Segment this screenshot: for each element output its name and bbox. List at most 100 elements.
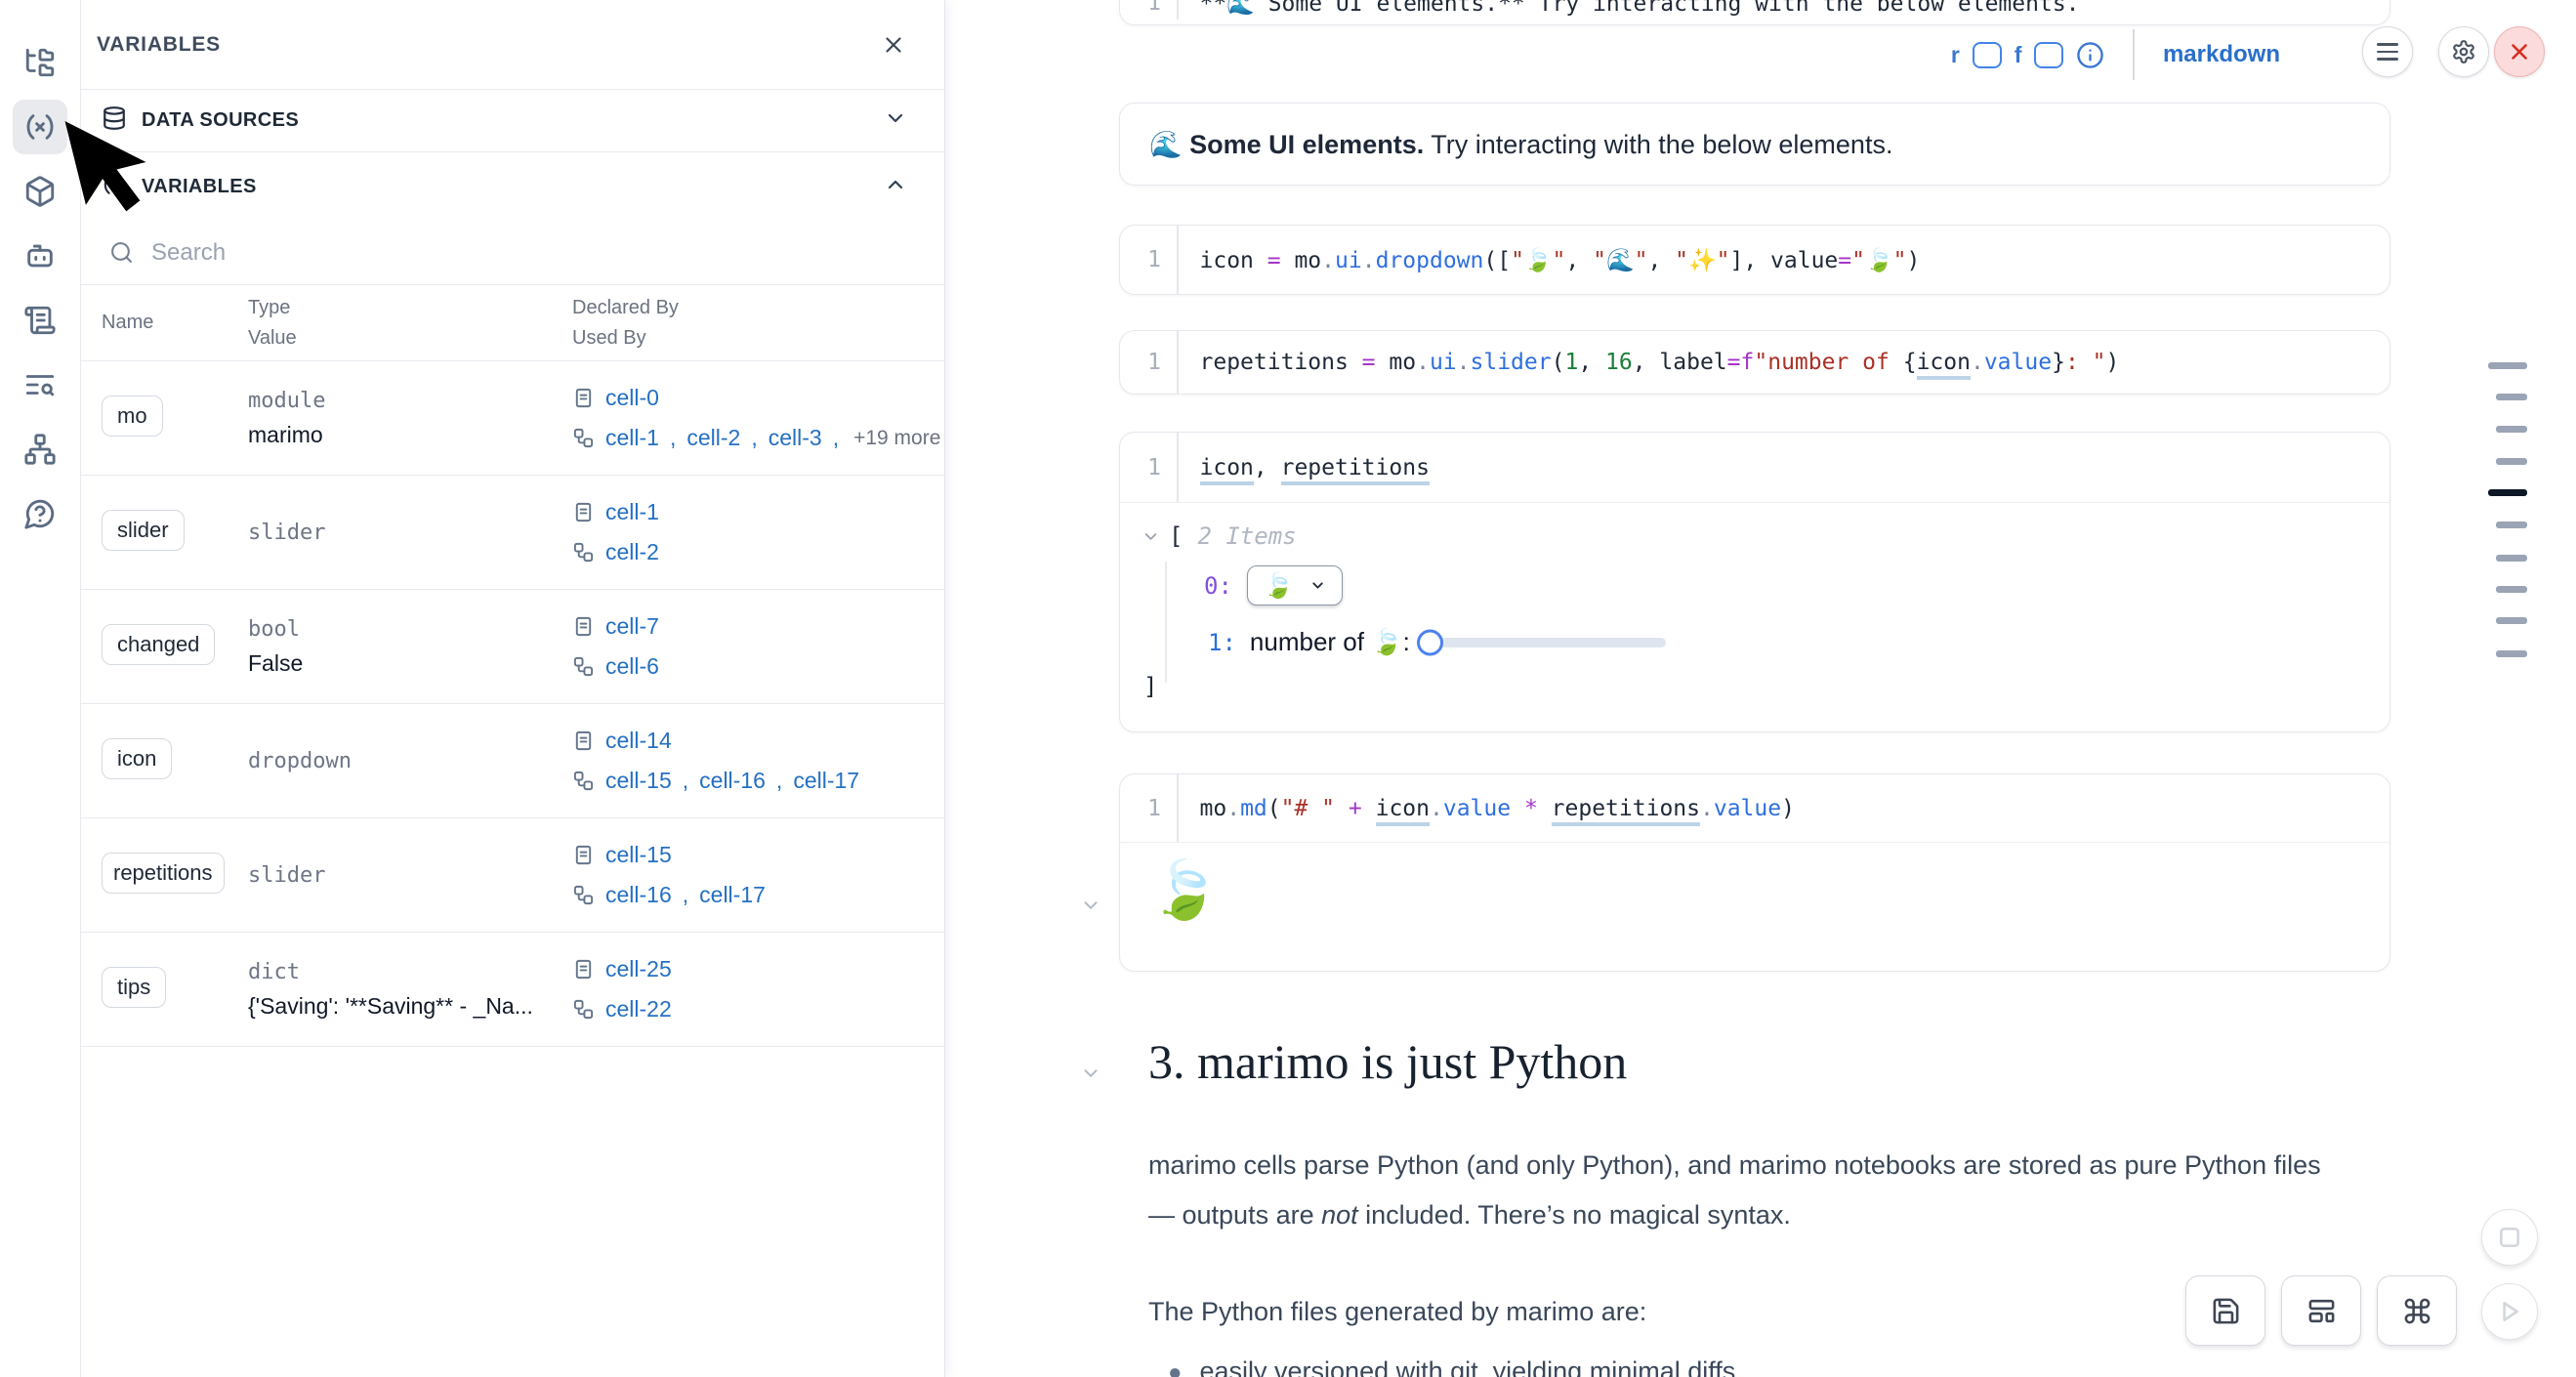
- cell-ui-elements-output[interactable]: 🌊 Some UI elements. Try interacting with…: [1119, 103, 2390, 186]
- variables-panel-icon[interactable]: [13, 100, 67, 154]
- cell-code-md-concat[interactable]: 1 mo.md("# " + icon.value * repetitions.…: [1119, 773, 2390, 972]
- bullet-marker: ●: [1168, 1359, 1183, 1377]
- minimap-dash-active[interactable]: [2488, 489, 2527, 496]
- chevron-up-icon[interactable]: [884, 173, 907, 201]
- separator: ,: [669, 425, 677, 450]
- variable-name-badge[interactable]: changed: [102, 623, 216, 665]
- line-number: 1: [1147, 795, 1161, 821]
- md-h1-output: 🍃: [1149, 858, 1221, 922]
- header-value: Value: [248, 326, 297, 349]
- cell-link[interactable]: cell-7: [605, 613, 659, 639]
- chevron-down-icon[interactable]: [1142, 527, 1160, 546]
- close-panel-icon[interactable]: [876, 27, 911, 63]
- cell-link[interactable]: cell-16: [605, 882, 672, 907]
- cell-link[interactable]: cell-3: [768, 425, 822, 450]
- file-tree-icon[interactable]: [13, 35, 67, 90]
- cell-markdown-source[interactable]: 1 **🌊 Some UI elements.** Try interactin…: [1119, 0, 2390, 25]
- dependency-graph-icon[interactable]: [13, 422, 67, 477]
- cell-link[interactable]: cell-1: [605, 499, 659, 524]
- format-toggle-icon[interactable]: [2034, 41, 2064, 68]
- cell-code-slider[interactable]: 1 repetitions = mo.ui.slider(1, 16, labe…: [1119, 330, 2390, 395]
- declared-by-icon: [575, 845, 592, 865]
- scratchpad-icon[interactable]: [13, 293, 67, 348]
- run-all-button[interactable]: [2481, 1283, 2538, 1340]
- code-line[interactable]: mo.md("# " + icon.value * repetitions.va…: [1179, 795, 1795, 826]
- cell-link[interactable]: cell-16: [699, 768, 766, 793]
- minimap-dash[interactable]: [2496, 617, 2527, 624]
- shutdown-button[interactable]: [2494, 26, 2545, 77]
- variables-section[interactable]: VARIABLES: [81, 152, 944, 221]
- dropdown-widget[interactable]: 🍃: [1246, 565, 1344, 605]
- variable-name-badge[interactable]: mo: [102, 395, 163, 437]
- cell-link[interactable]: cell-1: [605, 425, 659, 450]
- cell-link[interactable]: cell-17: [793, 768, 860, 793]
- variable-name-badge[interactable]: slider: [102, 509, 185, 551]
- variable-name-badge[interactable]: tips: [102, 966, 167, 1008]
- minimap-dash[interactable]: [2496, 555, 2527, 562]
- stop-button[interactable]: [2481, 1209, 2538, 1266]
- declared-by-icon: [575, 502, 592, 522]
- cell-code-dropdown[interactable]: 1 icon = mo.ui.dropdown(["🍃", "🌊", "✨"],…: [1119, 225, 2390, 295]
- ai-bot-icon[interactable]: [13, 229, 67, 283]
- variable-value: {'Saving': '**Saving** - _Na...: [248, 993, 533, 1019]
- help-icon[interactable]: [13, 486, 67, 541]
- stop-icon: [2500, 1228, 2519, 1247]
- minimap-dash[interactable]: [2496, 522, 2527, 528]
- cell-link[interactable]: cell-14: [605, 728, 672, 753]
- variable-value: False: [248, 650, 304, 676]
- minimap-dash[interactable]: [2488, 362, 2527, 369]
- settings-button[interactable]: [2438, 26, 2489, 77]
- variable-name-badge[interactable]: icon: [102, 737, 173, 779]
- cell-link[interactable]: cell-2: [686, 425, 741, 450]
- cell-link[interactable]: cell-25: [605, 956, 672, 981]
- cell-link[interactable]: cell-15: [605, 768, 672, 793]
- cell-link[interactable]: cell-15: [605, 842, 672, 867]
- save-button[interactable]: [2185, 1275, 2265, 1346]
- package-icon[interactable]: [13, 164, 67, 219]
- text-search-icon[interactable]: [13, 357, 67, 412]
- section-heading: 3. marimo is just Python: [1148, 1034, 1628, 1089]
- cell-code-tuple[interactable]: 1 icon, repetitions [ 2 Items 0: 🍃: [1119, 432, 2390, 732]
- more-cells-label[interactable]: +19 more: [853, 427, 941, 449]
- paragraph-text: — outputs are: [1148, 1200, 1322, 1230]
- minimap-dash[interactable]: [2496, 650, 2527, 657]
- minimap-dash[interactable]: [2496, 426, 2527, 433]
- minimap-dash[interactable]: [2496, 394, 2527, 400]
- code-line[interactable]: repetitions = mo.ui.slider(1, 16, label=…: [1179, 350, 2119, 380]
- slider-widget[interactable]: [1416, 629, 1666, 655]
- notebook-menu-button[interactable]: [2362, 26, 2413, 77]
- command-palette-button[interactable]: [2377, 1275, 2457, 1346]
- cell-link[interactable]: cell-0: [605, 385, 659, 410]
- layout-button[interactable]: [2281, 1275, 2361, 1346]
- data-sources-section[interactable]: DATA SOURCES: [81, 90, 944, 152]
- minimap-dash[interactable]: [2496, 586, 2527, 593]
- code-line[interactable]: icon = mo.ui.dropdown(["🍃", "🌊", "✨"], v…: [1199, 247, 1921, 273]
- cell-language-label[interactable]: markdown: [2162, 41, 2280, 67]
- cell-link[interactable]: cell-22: [605, 996, 672, 1022]
- variable-type: module: [248, 389, 326, 413]
- chevron-down-icon: [1312, 582, 1323, 589]
- cell-toolbar: r f markdown: [1119, 29, 2390, 80]
- search-input[interactable]: [151, 238, 737, 267]
- info-icon[interactable]: [2076, 41, 2104, 69]
- variable-name-badge[interactable]: repetitions: [102, 852, 225, 894]
- chevron-down-icon[interactable]: [884, 106, 907, 135]
- cell-link[interactable]: cell-2: [605, 539, 659, 564]
- paragraph-line: The Python files generated by marimo are…: [1148, 1297, 1647, 1326]
- cell-link[interactable]: cell-6: [605, 653, 659, 679]
- minimap-dash[interactable]: [2496, 458, 2527, 465]
- code-line[interactable]: **🌊 Some UI elements.** Try interacting …: [1199, 0, 2080, 17]
- variables-section-label: VARIABLES: [142, 175, 257, 197]
- run-toggle-icon[interactable]: [1972, 41, 2002, 68]
- used-by-icon: [573, 885, 594, 905]
- index-0-label: 0:: [1204, 571, 1232, 600]
- slider-thumb[interactable]: [1416, 629, 1443, 655]
- separator: ,: [751, 425, 758, 450]
- cell-link[interactable]: cell-17: [699, 882, 766, 907]
- cell-collapse-chevron[interactable]: [1080, 895, 1101, 921]
- cell-collapse-chevron[interactable]: [1080, 1063, 1101, 1089]
- items-count-label: 2 Items: [1197, 522, 1297, 550]
- code-line[interactable]: icon, repetitions: [1179, 454, 1430, 485]
- used-by-icon: [573, 999, 594, 1020]
